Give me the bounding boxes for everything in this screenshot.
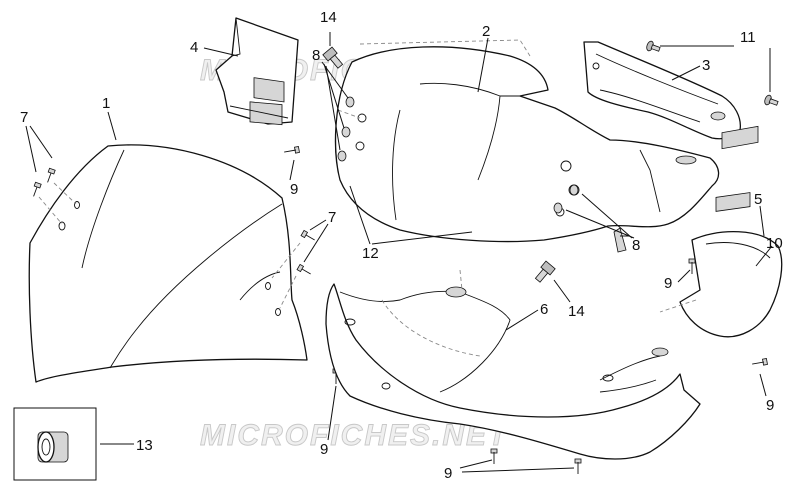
side-piece-part-3 [583, 41, 741, 140]
callout-10: 10 [766, 235, 783, 252]
callout-9-bottom: 9 [444, 465, 452, 482]
callout-1: 1 [102, 95, 110, 112]
callout-labels: 1 2 3 4 5 6 7 7 8 8 9 9 9 9 9 10 11 12 1… [20, 9, 783, 482]
callout-9-bottom-left: 9 [320, 441, 328, 458]
callout-7-left: 7 [20, 109, 28, 126]
grommet-part-13 [37, 431, 69, 463]
screw-8-left-group [337, 96, 355, 162]
screw-11-group [646, 40, 779, 106]
handlebar-cover-part-2 [334, 39, 720, 243]
callout-3: 3 [702, 57, 710, 74]
lower-cover-part-6 [325, 269, 701, 460]
callout-9-far-right: 9 [766, 397, 774, 414]
screw-14-top [322, 46, 344, 69]
housing-part-5 [659, 125, 783, 338]
screw-14-lower [534, 260, 556, 283]
callout-8-top: 8 [312, 47, 320, 64]
screw-9-group [284, 146, 768, 474]
leader-lines [25, 32, 773, 473]
callout-4: 4 [190, 39, 198, 56]
callout-14-lower: 14 [568, 303, 585, 320]
callout-12: 12 [362, 245, 379, 262]
callout-7-right: 7 [328, 209, 336, 226]
callout-13: 13 [136, 437, 153, 454]
callout-9-top: 9 [290, 181, 298, 198]
screw-7-left-group [33, 167, 77, 225]
callout-14-top: 14 [320, 9, 337, 26]
callout-5: 5 [754, 191, 762, 208]
screw-8-right-group [553, 184, 627, 253]
grommet-box [13, 407, 97, 481]
callout-11: 11 [740, 29, 756, 46]
screw-7-right-group [271, 229, 315, 309]
callout-9-right: 9 [664, 275, 672, 292]
callout-6: 6 [540, 301, 548, 318]
callout-2: 2 [482, 23, 490, 40]
panel-part-4 [215, 17, 299, 126]
callout-8-right: 8 [632, 237, 640, 254]
windscreen-part [28, 144, 308, 383]
